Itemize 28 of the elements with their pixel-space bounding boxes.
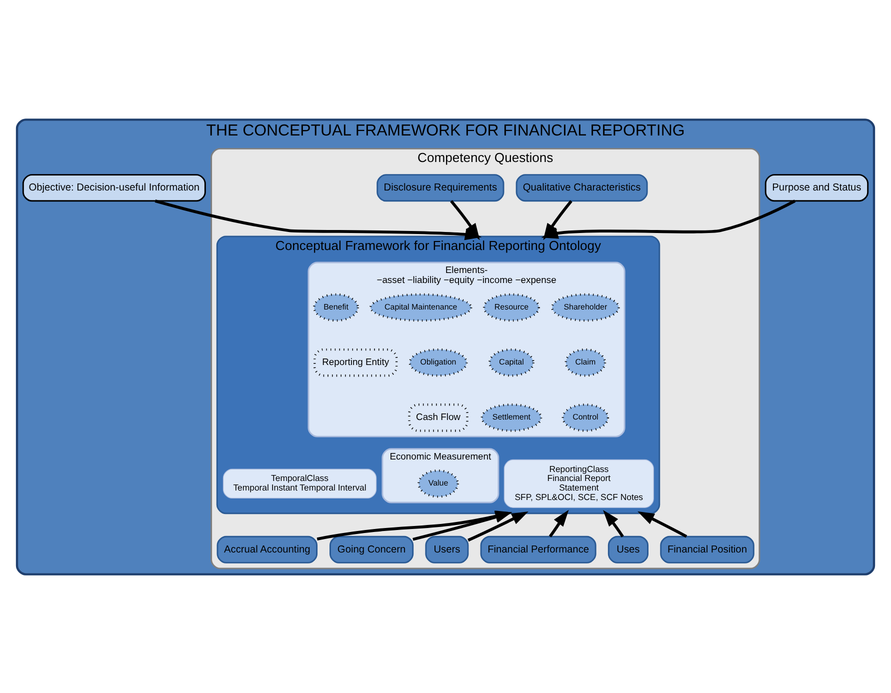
node-ellipse: Capital Maintenance (370, 292, 472, 322)
node-box: Uses (608, 535, 648, 563)
node-ellipse: Claim (564, 348, 606, 376)
node-box: Disclosure Requirements (376, 174, 504, 202)
node-ellipse: Shareholder (551, 292, 620, 322)
node-ellipse: Benefit (313, 292, 359, 322)
arrow (541, 199, 796, 238)
node-ellipse: Capital (488, 348, 534, 376)
node-ellipse: Value (418, 469, 459, 498)
node-ellipse: Settlement (480, 403, 542, 432)
node-box: Qualitative Characteristics (516, 174, 648, 202)
node-box: ReportingClass Financial Report Statement SFP, SPL&OCI, SCE, SCF Notes (504, 458, 654, 508)
arrow (548, 509, 569, 537)
node-box: Users (425, 535, 469, 563)
node-box: Objective: Decision-useful Information (22, 174, 206, 202)
arrow (638, 510, 688, 538)
node-box: Financial Position (660, 535, 754, 563)
node-box: Reporting Entity (314, 348, 398, 376)
node-box: Purpose and Status (764, 174, 869, 202)
node-box: Accrual Accounting (216, 535, 318, 563)
node-box: Financial Performance (480, 535, 596, 563)
node-box: Cash Flow (408, 403, 468, 432)
node-box: TemporalClass Temporal Instant Temporal Interval (222, 468, 377, 498)
node-ellipse: Control (562, 403, 610, 432)
node-ellipse: Obligation (408, 348, 468, 376)
node-box: Going Concern (330, 535, 414, 563)
arrow (602, 510, 624, 537)
node-ellipse: Resource (483, 292, 540, 322)
